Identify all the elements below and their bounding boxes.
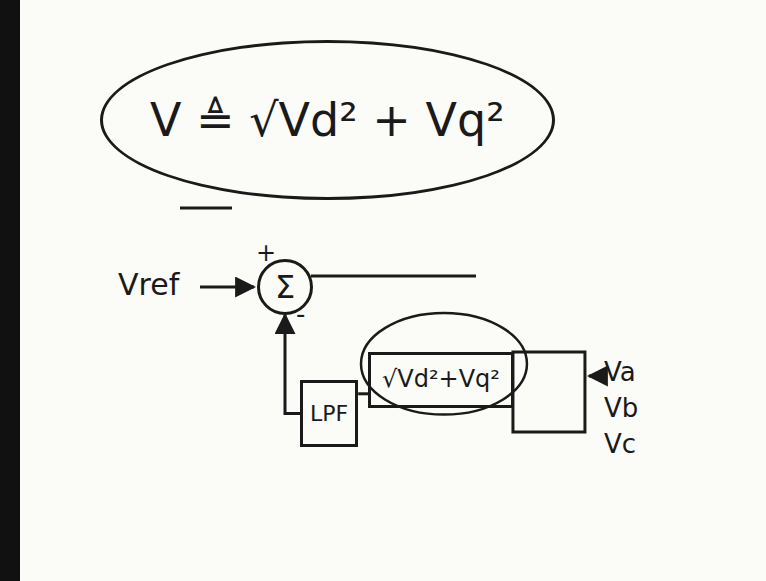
output-line — [311, 275, 476, 278]
input-arrow — [200, 286, 254, 289]
signal-name: Vc — [604, 430, 636, 460]
node-text: √Vd²+Vq² — [382, 366, 500, 394]
signal-line — [358, 392, 368, 395]
magnitude-block: √Vd²+Vq² — [368, 352, 514, 408]
node-text: V ≜ √Vd² + Vq² — [150, 94, 505, 147]
paper-edge — [0, 0, 20, 581]
input-arrow — [589, 375, 598, 378]
lpf-block: LPF — [300, 380, 358, 447]
sign: - — [296, 300, 305, 330]
equation-oval: V ≜ √Vd² + Vq² — [100, 40, 555, 200]
signal-name: Vref — [118, 268, 179, 303]
node-text: LPF — [310, 401, 348, 426]
sign: + — [256, 240, 276, 268]
signal-name: Va — [604, 358, 636, 388]
signal-line — [285, 315, 300, 414]
node-text: Σ — [275, 269, 295, 306]
transform-box — [513, 352, 585, 432]
underline — [180, 207, 232, 210]
signal-name: Vb — [604, 394, 638, 424]
